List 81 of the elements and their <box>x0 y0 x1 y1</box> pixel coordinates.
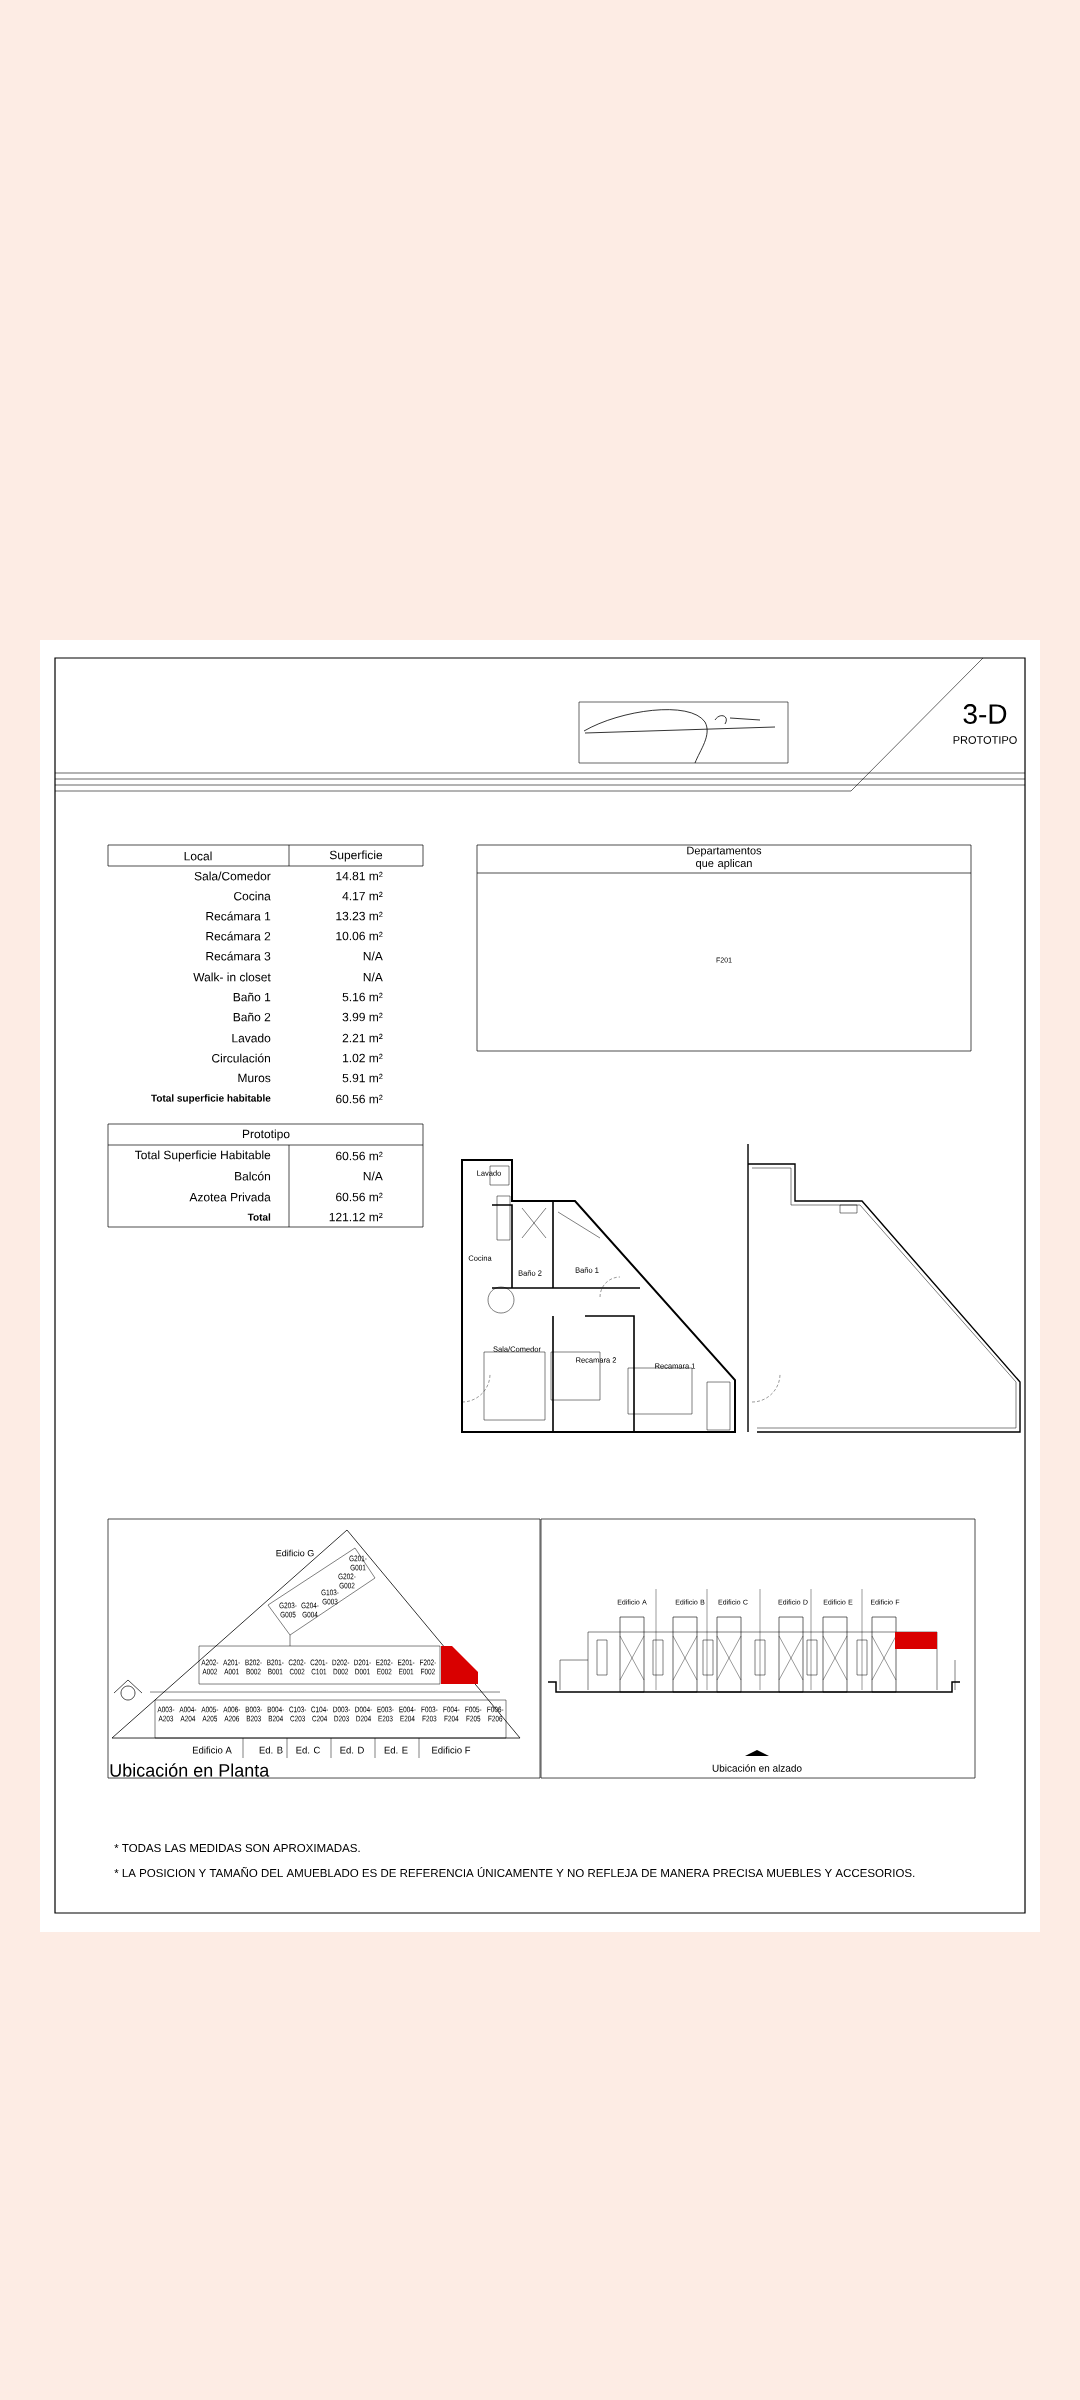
unit-number: C104- C204 <box>311 1706 329 1722</box>
unit-number: B201- B001 <box>267 1659 284 1675</box>
unit-number: E201- E001 <box>398 1659 415 1675</box>
unit-number: F202- F002 <box>420 1659 436 1675</box>
area-value: N/A <box>363 951 383 961</box>
unit-number: G103- G003 <box>321 1589 339 1605</box>
note-text: * LA POSICION Y TAMAÑO DEL AMUEBLADO ES DE REFERENCIA ÚNICAMENTE Y NO REFLEJA DE MANERA PRECISA MUEBLES Y ACCESORIOS. <box>114 1866 915 1878</box>
unit-number: F005- F205 <box>465 1706 482 1722</box>
area-name: Lavado <box>232 1033 271 1043</box>
area-name: Total Superficie Habitable <box>135 1150 271 1162</box>
area-value: 60.56 m² <box>336 1151 383 1161</box>
unit-number: C103- C203 <box>289 1706 307 1722</box>
unit-number: G203- G005 <box>279 1602 297 1618</box>
area-value: 5.91 m² <box>342 1073 383 1083</box>
area-value: 4.17 m² <box>342 891 383 901</box>
area-value: 14.81 m² <box>336 871 383 881</box>
unit-number: G204- G004 <box>301 1602 319 1618</box>
unit-number: C201- C101 <box>310 1659 328 1675</box>
unit-number: A005- A205 <box>201 1706 219 1722</box>
area-name: Total <box>247 1213 271 1221</box>
area-value: 60.56 m² <box>336 1192 383 1202</box>
unit-number: F004- F204 <box>443 1706 460 1722</box>
unit-number: A006- A206 <box>223 1706 241 1722</box>
area-value: 13.23 m² <box>336 911 383 921</box>
area-value: 1.02 m² <box>343 1053 383 1063</box>
building-label: Ed. B <box>259 1746 283 1754</box>
note-text: * TODAS LAS MEDIDAS SON APROXIMADAS. <box>114 1843 360 1853</box>
area-value: 3.99 m² <box>342 1012 383 1022</box>
area-value: 60.56 m² <box>336 1094 383 1104</box>
area-name: Sala/Comedor <box>194 871 271 881</box>
column-header: Local <box>184 851 212 861</box>
unit-number: G202- G002 <box>338 1573 356 1589</box>
area-value: N/A <box>363 972 383 982</box>
unit-number: A202- A002 <box>201 1659 219 1675</box>
area-value: 10.06 m² <box>336 931 383 941</box>
area-name: Recámara 1 <box>206 911 271 921</box>
building-label: Edificio F <box>432 1746 471 1754</box>
area-value: 5.16 m² <box>342 992 383 1002</box>
unit-number: D201- D001 <box>354 1659 371 1675</box>
unit-number: F003- F203 <box>421 1706 438 1722</box>
area-name: Circulación <box>212 1053 270 1063</box>
unit-number: E202- E002 <box>376 1659 393 1675</box>
unit-number: F006- F206 <box>487 1706 504 1722</box>
box-heading: Departamentos que aplican <box>687 846 762 870</box>
unit-number: D003- D203 <box>333 1706 350 1722</box>
drawing-title: Ubicación en Planta <box>110 1763 270 1777</box>
drawing-title: Ubicación en alzado <box>712 1764 802 1772</box>
area-name: Azotea Privada <box>189 1192 271 1202</box>
area-name: Total superficie habitable <box>151 1094 271 1104</box>
area-value: 2.21 m² <box>342 1033 383 1043</box>
unit-number: B003- B203 <box>245 1706 263 1722</box>
unit-number: A003- A203 <box>157 1706 175 1722</box>
area-name: Balcón <box>235 1171 270 1181</box>
unit-number: E003- E203 <box>377 1706 394 1722</box>
area-name: Baño 2 <box>233 1012 271 1022</box>
building-label: Ed. E <box>384 1746 408 1754</box>
unit-number: D202- D002 <box>332 1659 350 1675</box>
unit-number: D004- D204 <box>355 1706 372 1722</box>
unit-number: A004- A204 <box>179 1706 197 1722</box>
area-name: Muros <box>238 1073 271 1083</box>
building-label: Edificio G <box>276 1549 314 1557</box>
area-value: N/A <box>363 1171 383 1181</box>
area-name: Baño 1 <box>233 992 271 1002</box>
column-header: Superficie <box>329 850 383 862</box>
sheet-code: 3-D <box>963 704 1007 724</box>
sheet-subtitle: PROTOTIPO <box>953 736 1017 744</box>
table-heading: Prototipo <box>243 1129 290 1141</box>
unit-number: C202- C002 <box>288 1659 306 1675</box>
area-name: Recámara 3 <box>206 951 271 961</box>
unit-number: B004- B204 <box>267 1706 284 1722</box>
unit-number: G201- G001 <box>349 1555 367 1571</box>
unit-number: E004- E204 <box>399 1706 416 1722</box>
building-label: Ed. C <box>296 1746 320 1754</box>
unit-number: B202- B002 <box>245 1659 262 1675</box>
area-name: Walk- in closet <box>193 972 271 982</box>
building-label: Edificio A <box>193 1746 232 1754</box>
area-value: 121.12 m² <box>329 1212 383 1222</box>
unit-number: A201- A001 <box>223 1659 240 1675</box>
area-name: Recámara 2 <box>206 931 271 941</box>
building-label: Ed. D <box>340 1746 364 1754</box>
area-name: Cocina <box>234 891 271 901</box>
